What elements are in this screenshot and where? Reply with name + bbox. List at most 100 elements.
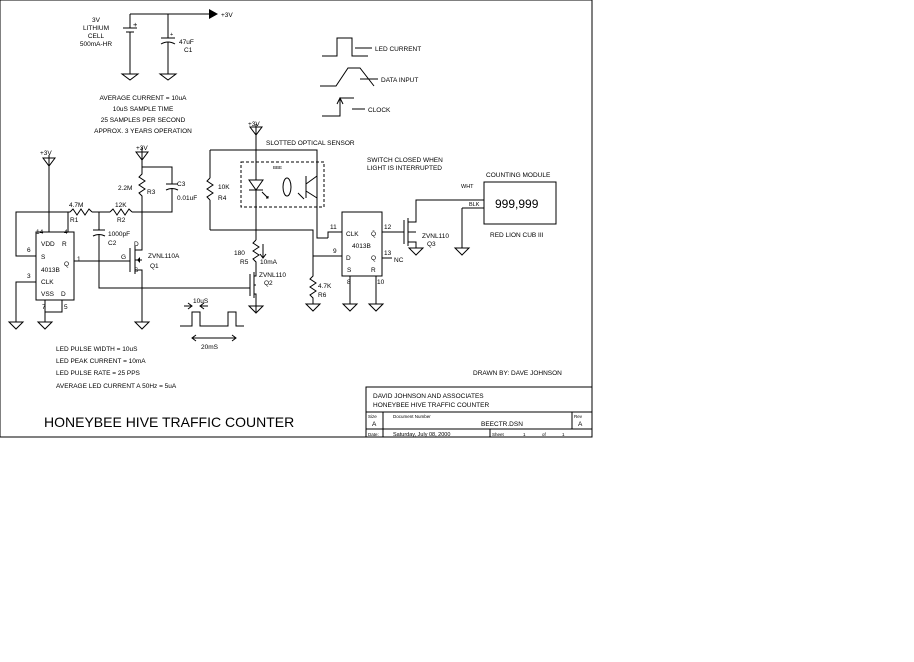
svg-text:ZVNL110: ZVNL110	[259, 272, 286, 279]
data-input-waveform	[320, 67, 375, 87]
svg-text:11: 11	[330, 224, 337, 231]
r3-resistor	[138, 170, 146, 212]
svg-text:S: S	[347, 267, 352, 274]
ground-icon	[407, 247, 425, 256]
c1-ref: C1	[184, 47, 193, 54]
ic1-4013b: +3V VDD R S 4013B Q CLK VSS D 14 4 6 1 3…	[7, 150, 81, 330]
svg-text:LED PEAK CURRENT = 10mA: LED PEAK CURRENT = 10mA	[56, 358, 146, 365]
q2-mosfet: ZVNL110 Q2	[244, 272, 286, 314]
r1-resistor	[69, 208, 93, 216]
svg-text:500mA-HR: 500mA-HR	[80, 41, 112, 48]
svg-text:+3V: +3V	[40, 150, 52, 157]
svg-text:APPROX. 3 YEARS OPERATION: APPROX. 3 YEARS OPERATION	[94, 128, 192, 135]
drawn-by: DRAWN BY: DAVE JOHNSON	[473, 370, 562, 377]
svg-text:10uS SAMPLE TIME: 10uS SAMPLE TIME	[113, 106, 174, 113]
svg-text:10mA: 10mA	[260, 259, 278, 266]
svg-text:AVERAGE LED CURRENT A 50Hz = 5: AVERAGE LED CURRENT A 50Hz = 5uA	[56, 383, 177, 390]
svg-text:1: 1	[77, 256, 81, 263]
svg-text:3: 3	[27, 273, 31, 280]
svg-text:CLK: CLK	[41, 279, 54, 286]
pulse-waveform	[180, 311, 244, 327]
ic1-part: 4013B	[41, 267, 60, 274]
svg-text:0.01uF: 0.01uF	[177, 195, 197, 202]
svg-text:13: 13	[384, 250, 392, 257]
svg-text:+3V: +3V	[136, 145, 148, 152]
led-current-waveform	[322, 37, 368, 57]
current-arrow-icon	[259, 244, 267, 259]
ic2-4013b: CLK Q̄ 4013B D Q S R 11 12 9 13 NC 8 10	[313, 211, 404, 312]
svg-text:R5: R5	[240, 259, 249, 266]
document-date: Saturday, July 08, 2000	[393, 432, 450, 438]
svg-text:20mS: 20mS	[201, 344, 219, 351]
svg-text:12: 12	[384, 224, 392, 231]
vcc-arrow-icon	[42, 157, 56, 167]
svg-text:3V: 3V	[92, 17, 101, 24]
power-supply: +3V + 3V LITHIUM CELL 500mA-HR + 47uF C1	[80, 9, 233, 81]
svg-text:Q̄: Q̄	[371, 230, 376, 238]
legend-led-current: LED CURRENT	[375, 46, 421, 53]
svg-text:S: S	[41, 254, 46, 261]
project-name: HONEYBEE HIVE TRAFFIC COUNTER	[373, 402, 489, 409]
svg-text:RED LION CUB III: RED LION CUB III	[490, 232, 544, 239]
vcc-arrow-icon	[135, 151, 149, 161]
sensor-package	[240, 161, 325, 208]
svg-text:COUNTING MODULE: COUNTING MODULE	[486, 172, 551, 179]
svg-text:+3V: +3V	[248, 121, 260, 128]
vcc-arrow-icon	[249, 126, 263, 136]
svg-text:Size: Size	[368, 414, 377, 419]
svg-text:9: 9	[333, 248, 337, 255]
svg-text:ZVNL110A: ZVNL110A	[148, 253, 180, 260]
led-notes: LED PULSE WIDTH = 10uS LED PEAK CURRENT …	[56, 346, 177, 390]
svg-text:+: +	[133, 20, 138, 29]
sensor-title: SLOTTED OPTICAL SENSOR	[266, 140, 355, 147]
counter-display	[483, 181, 557, 225]
svg-text:4: 4	[64, 229, 68, 236]
svg-text:CELL: CELL	[88, 33, 105, 40]
c2-capacitor: 1000pF C2	[92, 212, 250, 289]
svg-text:ZVNL110: ZVNL110	[422, 233, 449, 240]
svg-text:10: 10	[377, 279, 385, 286]
svg-text:VSS: VSS	[41, 291, 55, 298]
specs-notes: AVERAGE CURRENT = 10uA 10uS SAMPLE TIME …	[94, 95, 192, 135]
svg-text:D: D	[346, 255, 351, 262]
timing-diagram: 10uS 20mS	[180, 298, 244, 351]
r5-resistor-group: 180 R5 10mA	[234, 239, 278, 272]
svg-text:12K: 12K	[115, 202, 127, 209]
svg-text:AVERAGE CURRENT = 10uA: AVERAGE CURRENT = 10uA	[100, 95, 188, 102]
title-block: DAVID JOHNSON AND ASSOCIATES HONEYBEE HI…	[365, 386, 593, 438]
svg-text:2.2M: 2.2M	[118, 185, 132, 192]
svg-text:Q: Q	[64, 261, 69, 268]
svg-text:1000pF: 1000pF	[108, 231, 130, 238]
svg-text:6: 6	[27, 247, 31, 254]
q3-mosfet: ZVNL110 Q3	[382, 188, 485, 256]
svg-text:Document Number: Document Number	[393, 414, 431, 419]
svg-text:CLK: CLK	[346, 231, 359, 238]
svg-text:R: R	[62, 241, 67, 248]
svg-text:R1: R1	[70, 217, 79, 224]
r3-c3-network: +3V 2.2M R3 C3 0.01uF	[118, 145, 197, 213]
svg-text:8: 8	[347, 279, 351, 286]
document-number: BEECTR.DSN	[481, 421, 523, 428]
svg-text:5: 5	[64, 304, 68, 311]
ground-icon	[367, 303, 385, 312]
svg-text:4.7K: 4.7K	[318, 283, 332, 290]
r1-r2-network: 4.7M R1 12K R2	[68, 202, 142, 224]
svg-text:G: G	[121, 254, 126, 261]
svg-text:14: 14	[36, 229, 44, 236]
svg-text:VDD: VDD	[41, 241, 55, 248]
svg-text:LITHIUM: LITHIUM	[83, 25, 109, 32]
counting-module: COUNTING MODULE 999,999 WHT BLK RED LION…	[453, 172, 557, 256]
svg-text:Q1: Q1	[150, 263, 159, 270]
ic2-part: 4013B	[352, 243, 371, 250]
r5-resistor	[252, 239, 260, 272]
svg-text:1: 1	[562, 432, 565, 437]
ground-icon	[304, 303, 322, 312]
optical-sensor: +3V SLOTTED OPTICAL SENSOR BBE 10K R4 SW…	[206, 121, 443, 256]
main-title: HONEYBEE HIVE TRAFFIC COUNTER	[44, 414, 294, 430]
clock-waveform	[322, 97, 354, 117]
svg-text:Rev: Rev	[574, 414, 583, 419]
svg-text:BBE: BBE	[273, 165, 282, 170]
svg-text:+: +	[170, 32, 173, 38]
svg-text:BLK: BLK	[469, 202, 480, 208]
